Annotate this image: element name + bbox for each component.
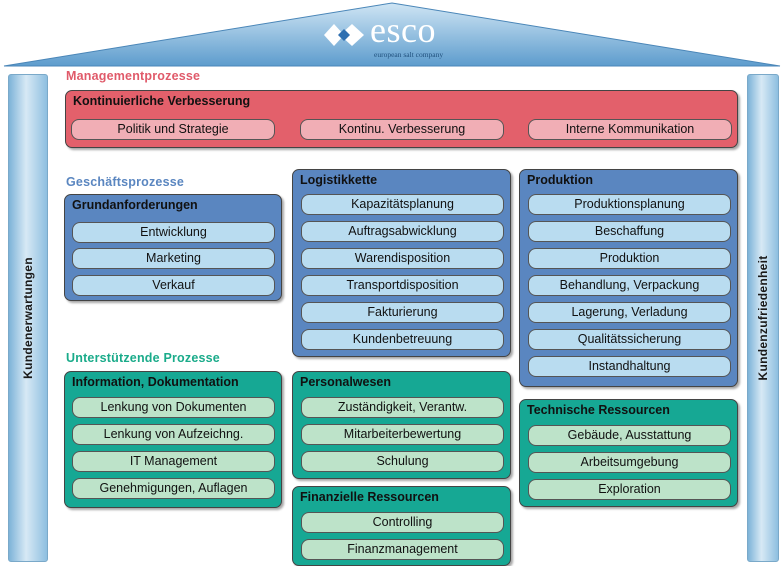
list-item: Marketing [72, 248, 275, 269]
personalwesen-title: Personalwesen [300, 375, 392, 389]
produktion-title: Produktion [527, 173, 593, 187]
list-item: Auftragsabwicklung [301, 221, 504, 242]
management-section-title: Managementprozesse [66, 69, 201, 83]
list-item: Kapazitätsplanung [301, 194, 504, 215]
information-box: Information, Dokumentation Lenkung von D… [64, 371, 282, 508]
list-item: Gebäude, Ausstattung [528, 425, 731, 446]
list-item: Transportdisposition [301, 275, 504, 296]
list-item: Fakturierung [301, 302, 504, 323]
finanzielle-box: Finanzielle Ressourcen Controlling Finan… [292, 486, 511, 566]
list-item: Produktionsplanung [528, 194, 731, 215]
business-section-title: Geschäftsprozesse [66, 175, 185, 189]
list-item: Qualitätssicherung [528, 329, 731, 350]
logo-name: esco [370, 10, 436, 50]
personalwesen-box: Personalwesen Zuständigkeit, Verantw. Mi… [292, 371, 511, 479]
list-item: Exploration [528, 479, 731, 500]
list-item: Kontinu. Verbesserung [300, 119, 504, 140]
list-item: Entwicklung [72, 222, 275, 243]
list-item: Kundenbetreuung [301, 329, 504, 350]
information-title: Information, Dokumentation [72, 375, 239, 389]
list-item: Lagerung, Verladung [528, 302, 731, 323]
left-pillar: Kundenerwartungen [8, 74, 48, 562]
list-item: Warendisposition [301, 248, 504, 269]
list-item: Behandlung, Verpackung [528, 275, 731, 296]
right-pillar: Kundenzufriedenheit [747, 74, 779, 562]
logo-tagline: european salt company [374, 50, 444, 59]
list-item: Politik und Strategie [71, 119, 275, 140]
management-box: Kontinuierliche Verbesserung Politik und… [65, 90, 738, 148]
right-pillar-label: Kundenzufriedenheit [756, 255, 770, 381]
technische-box: Technische Ressourcen Gebäude, Ausstattu… [519, 399, 738, 507]
list-item: Produktion [528, 248, 731, 269]
diamond-logo-icon [324, 24, 364, 46]
list-item: IT Management [72, 451, 275, 472]
list-item: Interne Kommunikation [528, 119, 732, 140]
list-item: Instandhaltung [528, 356, 731, 377]
roof [3, 2, 781, 67]
list-item: Mitarbeiterbewertung [301, 424, 504, 445]
management-box-title: Kontinuierliche Verbesserung [73, 94, 251, 108]
grundanforderungen-title: Grundanforderungen [72, 198, 198, 212]
finanzielle-title: Finanzielle Ressourcen [300, 490, 439, 504]
logistikkette-title: Logistikkette [300, 173, 378, 187]
list-item: Verkauf [72, 275, 275, 296]
list-item: Lenkung von Aufzeichng. [72, 424, 275, 445]
produktion-box: Produktion Produktionsplanung Beschaffun… [519, 169, 738, 387]
list-item: Genehmigungen, Auflagen [72, 478, 275, 499]
left-pillar-label: Kundenerwartungen [21, 257, 35, 379]
list-item: Finanzmanagement [301, 539, 504, 560]
list-item: Lenkung von Dokumenten [72, 397, 275, 418]
list-item: Beschaffung [528, 221, 731, 242]
list-item: Schulung [301, 451, 504, 472]
support-section-title: Unterstützende Prozesse [66, 351, 220, 365]
list-item: Arbeitsumgebung [528, 452, 731, 473]
logistikkette-box: Logistikkette Kapazitätsplanung Auftrags… [292, 169, 511, 357]
esco-logo: esco european salt company [322, 11, 482, 62]
grundanforderungen-box: Grundanforderungen Entwicklung Marketing… [64, 194, 282, 301]
list-item: Controlling [301, 512, 504, 533]
list-item: Zuständigkeit, Verantw. [301, 397, 504, 418]
technische-title: Technische Ressourcen [527, 403, 670, 417]
